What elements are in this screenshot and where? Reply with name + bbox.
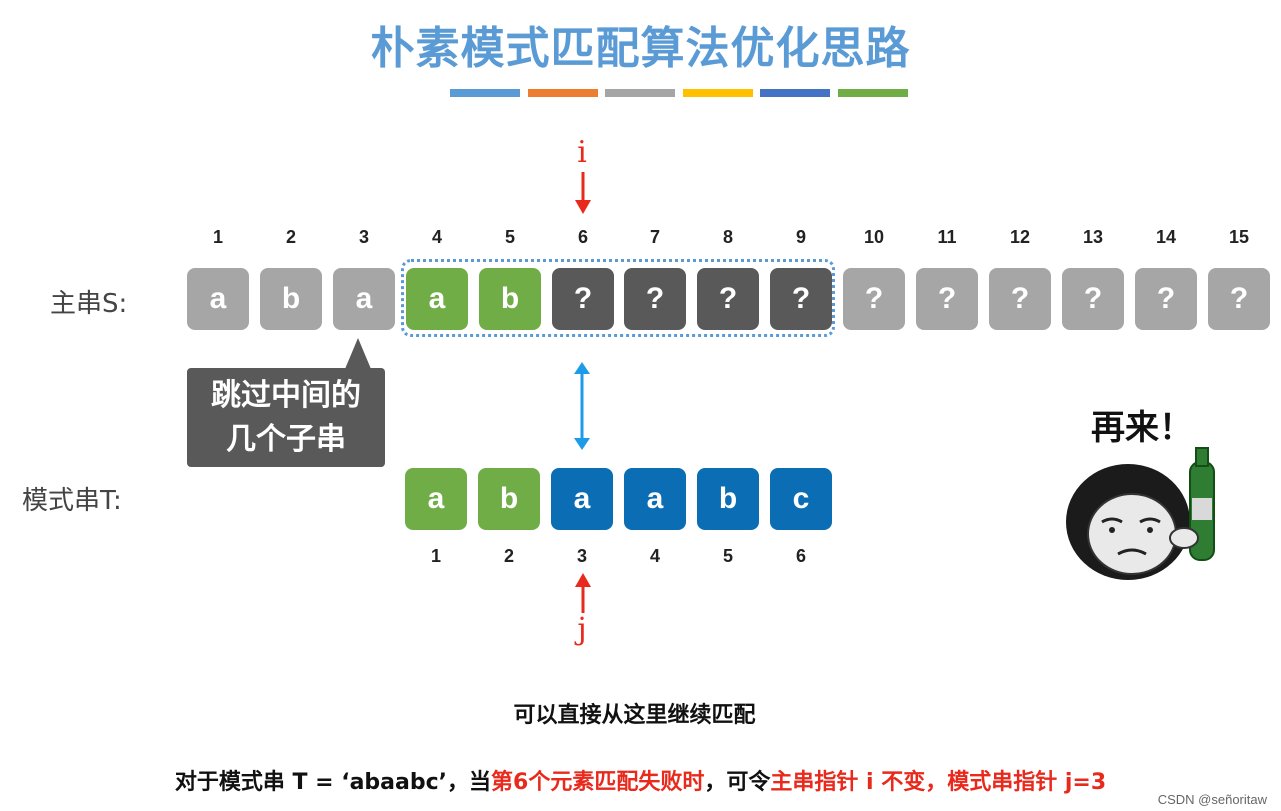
main-string-cell: b [260,268,322,330]
main-string-cell: a [333,268,395,330]
callout-tip [345,338,371,369]
main-string-cell: ? [1208,268,1270,330]
color-stripe [682,89,753,97]
pattern-string-index: 5 [722,546,733,566]
main-string-cell: ? [1062,268,1124,330]
conclusion-part-1: 对于模式串 T = ‘abaabc’，当 [174,770,492,795]
skip-callout: 跳过中间的 几个子串 [187,368,385,467]
page-title: 朴素模式匹配算法优化思路 [370,23,911,74]
conclusion-part-4: 主串指针 i 不变，模式串指针 j=3 [770,770,1107,795]
main-string-label: 主串S: [50,289,128,319]
pointer-j-label: j [577,612,587,647]
pattern-string-cell: b [478,468,540,530]
color-stripe [527,89,598,97]
conclusion-line: 对于模式串 T = ‘abaabc’，当第6个元素匹配失败时，可令主串指针 i … [0,764,1281,796]
main-string-cell: ? [989,268,1051,330]
continue-note: 可以直接从这里继续匹配 [513,703,756,728]
callout-line-1: 跳过中间的 [211,378,361,413]
pattern-string-cell: a [551,468,613,530]
main-string-index: 10 [863,227,885,247]
alignment-double-arrow [574,362,590,450]
main-string-cell: ? [916,268,978,330]
main-string-index: 4 [431,227,442,247]
match-window-box [401,259,835,337]
pattern-string-cell: a [405,468,467,530]
color-stripe [450,89,520,97]
main-string-cell: ? [1135,268,1197,330]
main-string-index: 8 [722,227,733,247]
main-string-index: 12 [1009,227,1031,247]
main-string-index: 6 [577,227,588,247]
pattern-string-cell: b [697,468,759,530]
pointer-j-arrow [575,573,591,613]
main-string-index: 13 [1082,227,1104,247]
main-string-index: 5 [504,227,515,247]
pattern-string-cell: c [770,468,832,530]
main-string-index: 7 [649,227,660,247]
main-string-cell: a [406,268,468,330]
main-string-index: 14 [1155,227,1177,247]
main-string-cell: ? [843,268,905,330]
main-string-cell: ? [770,268,832,330]
pattern-string-cell: a [624,468,686,530]
pointer-i-label: i [577,135,587,170]
pattern-string-label: 模式串T: [22,486,122,516]
conclusion-part-3: ，可令 [704,770,771,795]
main-string-index: 11 [937,227,957,247]
pattern-string-index: 1 [430,546,441,566]
main-string-index: 3 [358,227,369,247]
main-string-cell: ? [697,268,759,330]
pattern-string-index: 6 [795,546,806,566]
callout-line-2: 几个子串 [226,422,346,457]
color-stripe [605,89,675,97]
pattern-string-index: 3 [576,546,587,566]
main-string-cell: b [479,268,541,330]
main-string-cell: ? [624,268,686,330]
color-stripe [760,89,830,97]
conclusion-part-2: 第6个元素匹配失败时 [491,770,705,795]
meme-face-icon [1066,447,1215,580]
pattern-string-index: 2 [503,546,514,566]
main-string-index: 15 [1228,227,1250,247]
color-stripe [837,89,908,97]
main-string-index: 2 [285,227,296,247]
meme-sticker: 再来！ [1062,398,1238,584]
credit-watermark: CSDN @señoritaw [1157,792,1267,807]
main-string-index: 1 [212,227,223,247]
pattern-string-index: 4 [649,546,660,566]
pointer-i-arrow [575,172,591,214]
main-string-index: 9 [795,227,806,247]
main-string-cell: ? [552,268,614,330]
main-string-cell: a [187,268,249,330]
sticker-caption: 再来！ [1091,408,1193,448]
